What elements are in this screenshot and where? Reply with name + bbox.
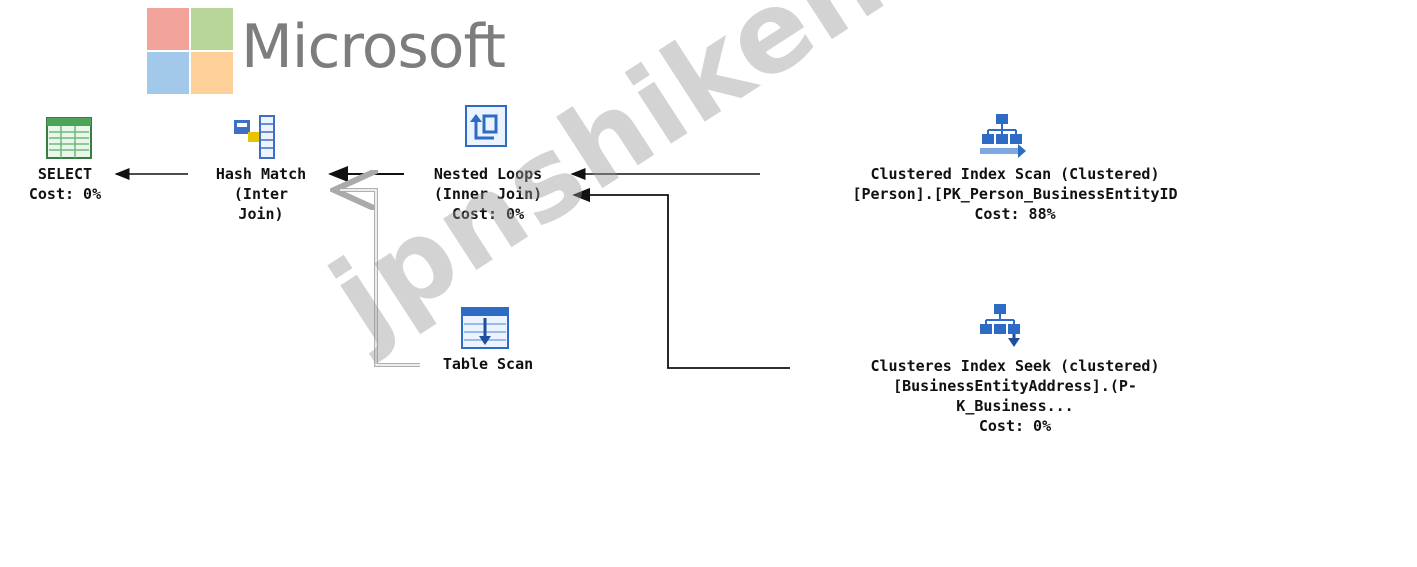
logo-square-yellow [191,52,233,94]
node-clustered-index-scan-line-3: Cost: 88% [974,205,1056,223]
node-clustered-index-seek-line-3: K_Business... [956,397,1074,415]
node-hash-match[interactable]: Hash Match (Inter Join) [190,164,332,224]
select-result-icon[interactable] [45,116,95,162]
node-nested-loops-line-1: Nested Loops [433,165,543,183]
node-clustered-index-seek-line-1: Clusteres Index Seek (clustered) [870,357,1160,375]
node-hash-match-line-2: (Inter [233,185,289,203]
logo-square-blue [147,52,189,94]
table-scan-icon[interactable] [460,306,510,352]
node-hash-match-line-3: Join) [238,205,284,223]
node-nested-loops[interactable]: Nested Loops (Inner Join) Cost: 0% [402,164,574,224]
node-hash-match-line-1: Hash Match [215,165,307,183]
node-clustered-index-scan-line-2: [Person].[PK_Person_BusinessEntityID [852,185,1178,203]
node-clustered-index-scan[interactable]: Clustered Index Scan (Clustered) [Person… [780,164,1250,224]
node-select[interactable]: SELECT Cost: 0% [10,164,120,204]
node-table-scan-line-1: Table Scan [442,355,534,373]
clustered-index-seek-icon[interactable] [976,302,1026,348]
node-clustered-index-seek-line-4: Cost: 0% [978,417,1052,435]
node-clustered-index-scan-line-1: Clustered Index Scan (Clustered) [870,165,1160,183]
node-select-line-2: Cost: 0% [28,185,102,203]
clustered-index-scan-icon[interactable] [978,112,1028,158]
microsoft-wordmark: Microsoft [241,12,506,82]
nested-loops-icon[interactable] [460,104,510,150]
microsoft-logo: Microsoft [147,8,547,98]
node-nested-loops-line-3: Cost: 0% [451,205,525,223]
hash-match-icon[interactable] [232,114,282,160]
node-nested-loops-line-2: (Inner Join) [433,185,543,203]
microsoft-logo-grid-icon [147,8,233,94]
arrow-seek-to-loops [572,187,790,369]
logo-square-green [191,8,233,50]
logo-square-red [147,8,189,50]
node-clustered-index-seek-line-2: [BusinessEntityAddress].(P- [893,377,1137,395]
node-clustered-index-seek[interactable]: Clusteres Index Seek (clustered) [Busine… [780,356,1250,436]
node-select-line-1: SELECT [37,165,93,183]
node-table-scan[interactable]: Table Scan [420,354,556,374]
